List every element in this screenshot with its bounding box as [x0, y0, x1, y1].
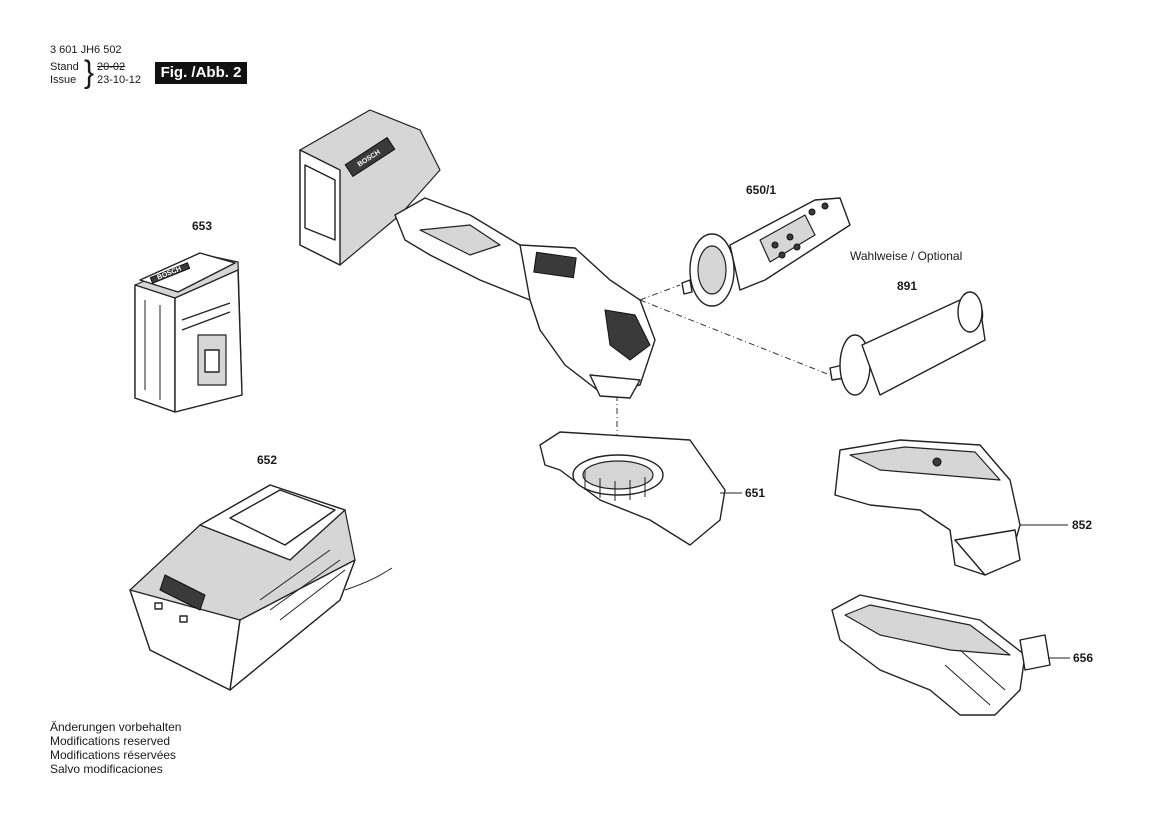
charger-cable [344, 567, 393, 591]
battery-pack-653 [134, 252, 243, 413]
part-label-653: 653 [192, 219, 213, 233]
figure-label: Fig. /Abb. 2 [155, 62, 247, 84]
grinder-head [519, 244, 656, 393]
stand-date: 20-02 [97, 61, 126, 73]
optional-note: Wahlweise / Optional [850, 249, 963, 263]
issue-label: Issue [50, 74, 77, 86]
part-label-891: 891 [897, 279, 918, 293]
brace-icon: } [84, 55, 95, 90]
footer-notes: Änderungen vorbehalten Modifications res… [50, 720, 181, 776]
charger-led-panel [159, 574, 206, 611]
footer-note-en: Modifications reserved [50, 734, 171, 748]
issue-date: 23-10-12 [97, 74, 142, 86]
document-number: 3 601 JH6 502 [50, 44, 122, 56]
part-label-656: 656 [1073, 651, 1094, 665]
charger-652 [129, 484, 393, 691]
auxiliary-handle-650-1 [681, 197, 851, 307]
footer-note-de: Änderungen vorbehalten [50, 720, 182, 734]
part-label-651: 651 [745, 486, 766, 500]
optional-handle-891 [829, 291, 986, 396]
footer-note-fr: Modifications réservées [50, 748, 177, 762]
grinder-spindle [589, 374, 641, 399]
grinder-head-plate [604, 309, 651, 361]
stand-label: Stand [50, 61, 79, 73]
guard-651 [539, 431, 726, 546]
grinder-control-panel [533, 251, 577, 279]
grinder-brand-plate [344, 136, 396, 178]
dust-guard-656 [831, 594, 1051, 716]
footer-note-es: Salvo modificaciones [50, 762, 163, 776]
part-label-852: 852 [1072, 518, 1093, 532]
cutting-guard-852 [834, 439, 1021, 576]
battery-brand-plate [149, 262, 191, 284]
axis-line-handle [639, 284, 681, 301]
angle-grinder [299, 109, 656, 399]
part-label-652: 652 [257, 453, 278, 467]
part-label-650-1: 650/1 [746, 183, 777, 197]
axis-line-891 [639, 299, 831, 376]
